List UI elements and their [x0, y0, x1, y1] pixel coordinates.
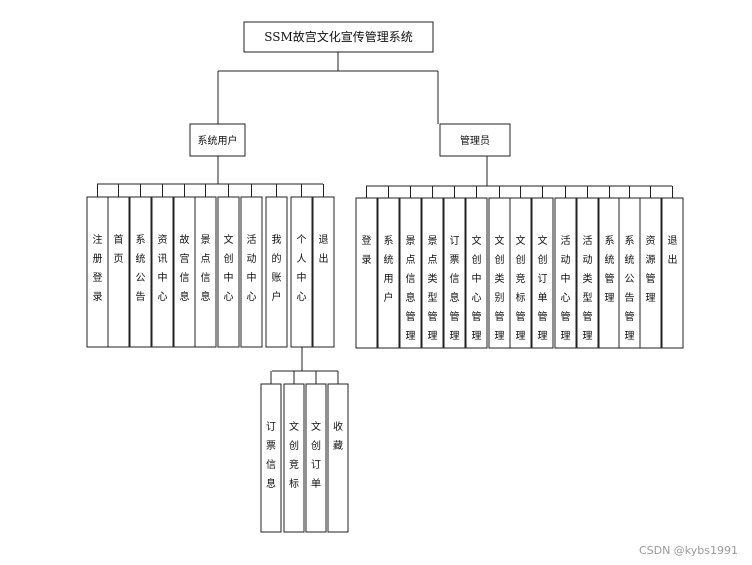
admin-module-9-label: 文创订单管理: [538, 234, 548, 342]
user-module-3: [129, 196, 152, 348]
admin-module-12-label: 系统管理: [605, 235, 615, 304]
admin-module-13-label: 系统公告管理: [625, 235, 635, 342]
admin-module-12: [598, 197, 621, 349]
user-module-11: [312, 196, 335, 348]
user-module-10-label: 个人中心: [297, 234, 307, 303]
user-module-4-label: 资讯中心: [158, 234, 168, 303]
admin-module-4-label: 景点类型管理: [428, 235, 438, 342]
personal-center-sub-4: [327, 383, 349, 533]
admin-module-5-label: 订票信息管理: [450, 235, 460, 342]
user-module-8-label: 活动中心: [247, 234, 257, 303]
admin-module-7-label: 文创类别管理: [495, 234, 505, 342]
root-title-label: SSM故宫文化宣传管理系统: [264, 29, 413, 44]
admin-module-3-label: 景点信息管理: [406, 235, 416, 342]
admin-module-8: [509, 197, 532, 349]
admin-module-1: [355, 197, 378, 349]
admin-module-4: [421, 197, 444, 349]
user-module-7: [217, 196, 240, 348]
admin-module-1-label: 登录: [362, 234, 372, 266]
personal-center-sub-2-label: 文创竞标: [289, 420, 299, 490]
user-module-5: [173, 196, 196, 348]
user-module-9: [265, 196, 288, 348]
user-module-7-label: 文创中心: [224, 233, 234, 303]
user-module-2-label: 首页: [114, 233, 124, 265]
admin-module-15: [661, 197, 684, 349]
branch-2-box: [439, 123, 511, 157]
user-module-2: [107, 196, 130, 348]
admin-module-2: [377, 197, 400, 349]
branch-2-label: 管理员: [460, 134, 490, 147]
user-module-3-label: 系统公告: [136, 234, 146, 303]
admin-module-6: [465, 197, 488, 349]
personal-center-sub-1: [260, 383, 282, 533]
user-module-1: [86, 196, 109, 348]
admin-module-11: [576, 197, 599, 349]
personal-center-sub-4-label: 收藏: [333, 420, 343, 452]
admin-module-13: [618, 197, 641, 349]
user-module-10: [290, 196, 313, 348]
csdn-watermark: CSDN @kybs1991: [638, 544, 738, 557]
user-module-1-label: 注册登录: [93, 233, 103, 303]
admin-module-11-label: 活动类型管理: [583, 235, 593, 342]
admin-module-5: [443, 197, 466, 349]
user-module-9-label: 我的账户: [272, 234, 282, 303]
admin-module-3: [399, 197, 422, 349]
admin-module-8-label: 文创竞标管理: [516, 234, 526, 342]
personal-center-sub-3: [305, 383, 327, 533]
user-module-6: [194, 196, 217, 348]
user-module-11-label: 退出: [319, 234, 329, 265]
root-title-box: [243, 21, 434, 53]
personal-center-sub-1-label: 订票信息: [266, 421, 276, 490]
admin-module-10-label: 活动中心管理: [561, 235, 571, 342]
admin-module-6-label: 文创中心管理: [472, 234, 482, 342]
user-module-6-label: 景点信息: [201, 234, 211, 303]
admin-module-7: [488, 197, 511, 349]
personal-center-sub-2: [283, 383, 305, 533]
personal-center-sub-3-label: 文创订单: [311, 420, 321, 490]
user-module-8: [240, 196, 263, 348]
admin-module-14-label: 资源管理: [646, 235, 656, 304]
admin-module-15-label: 退出: [668, 235, 678, 266]
admin-module-10: [554, 197, 577, 349]
user-module-5-label: 故宫信息: [180, 233, 190, 303]
admin-module-2-label: 系统用户: [384, 235, 394, 304]
admin-module-14: [639, 197, 662, 349]
branch-1-label: 系统用户: [198, 134, 238, 147]
admin-module-9: [531, 197, 554, 349]
user-module-4: [151, 196, 174, 348]
